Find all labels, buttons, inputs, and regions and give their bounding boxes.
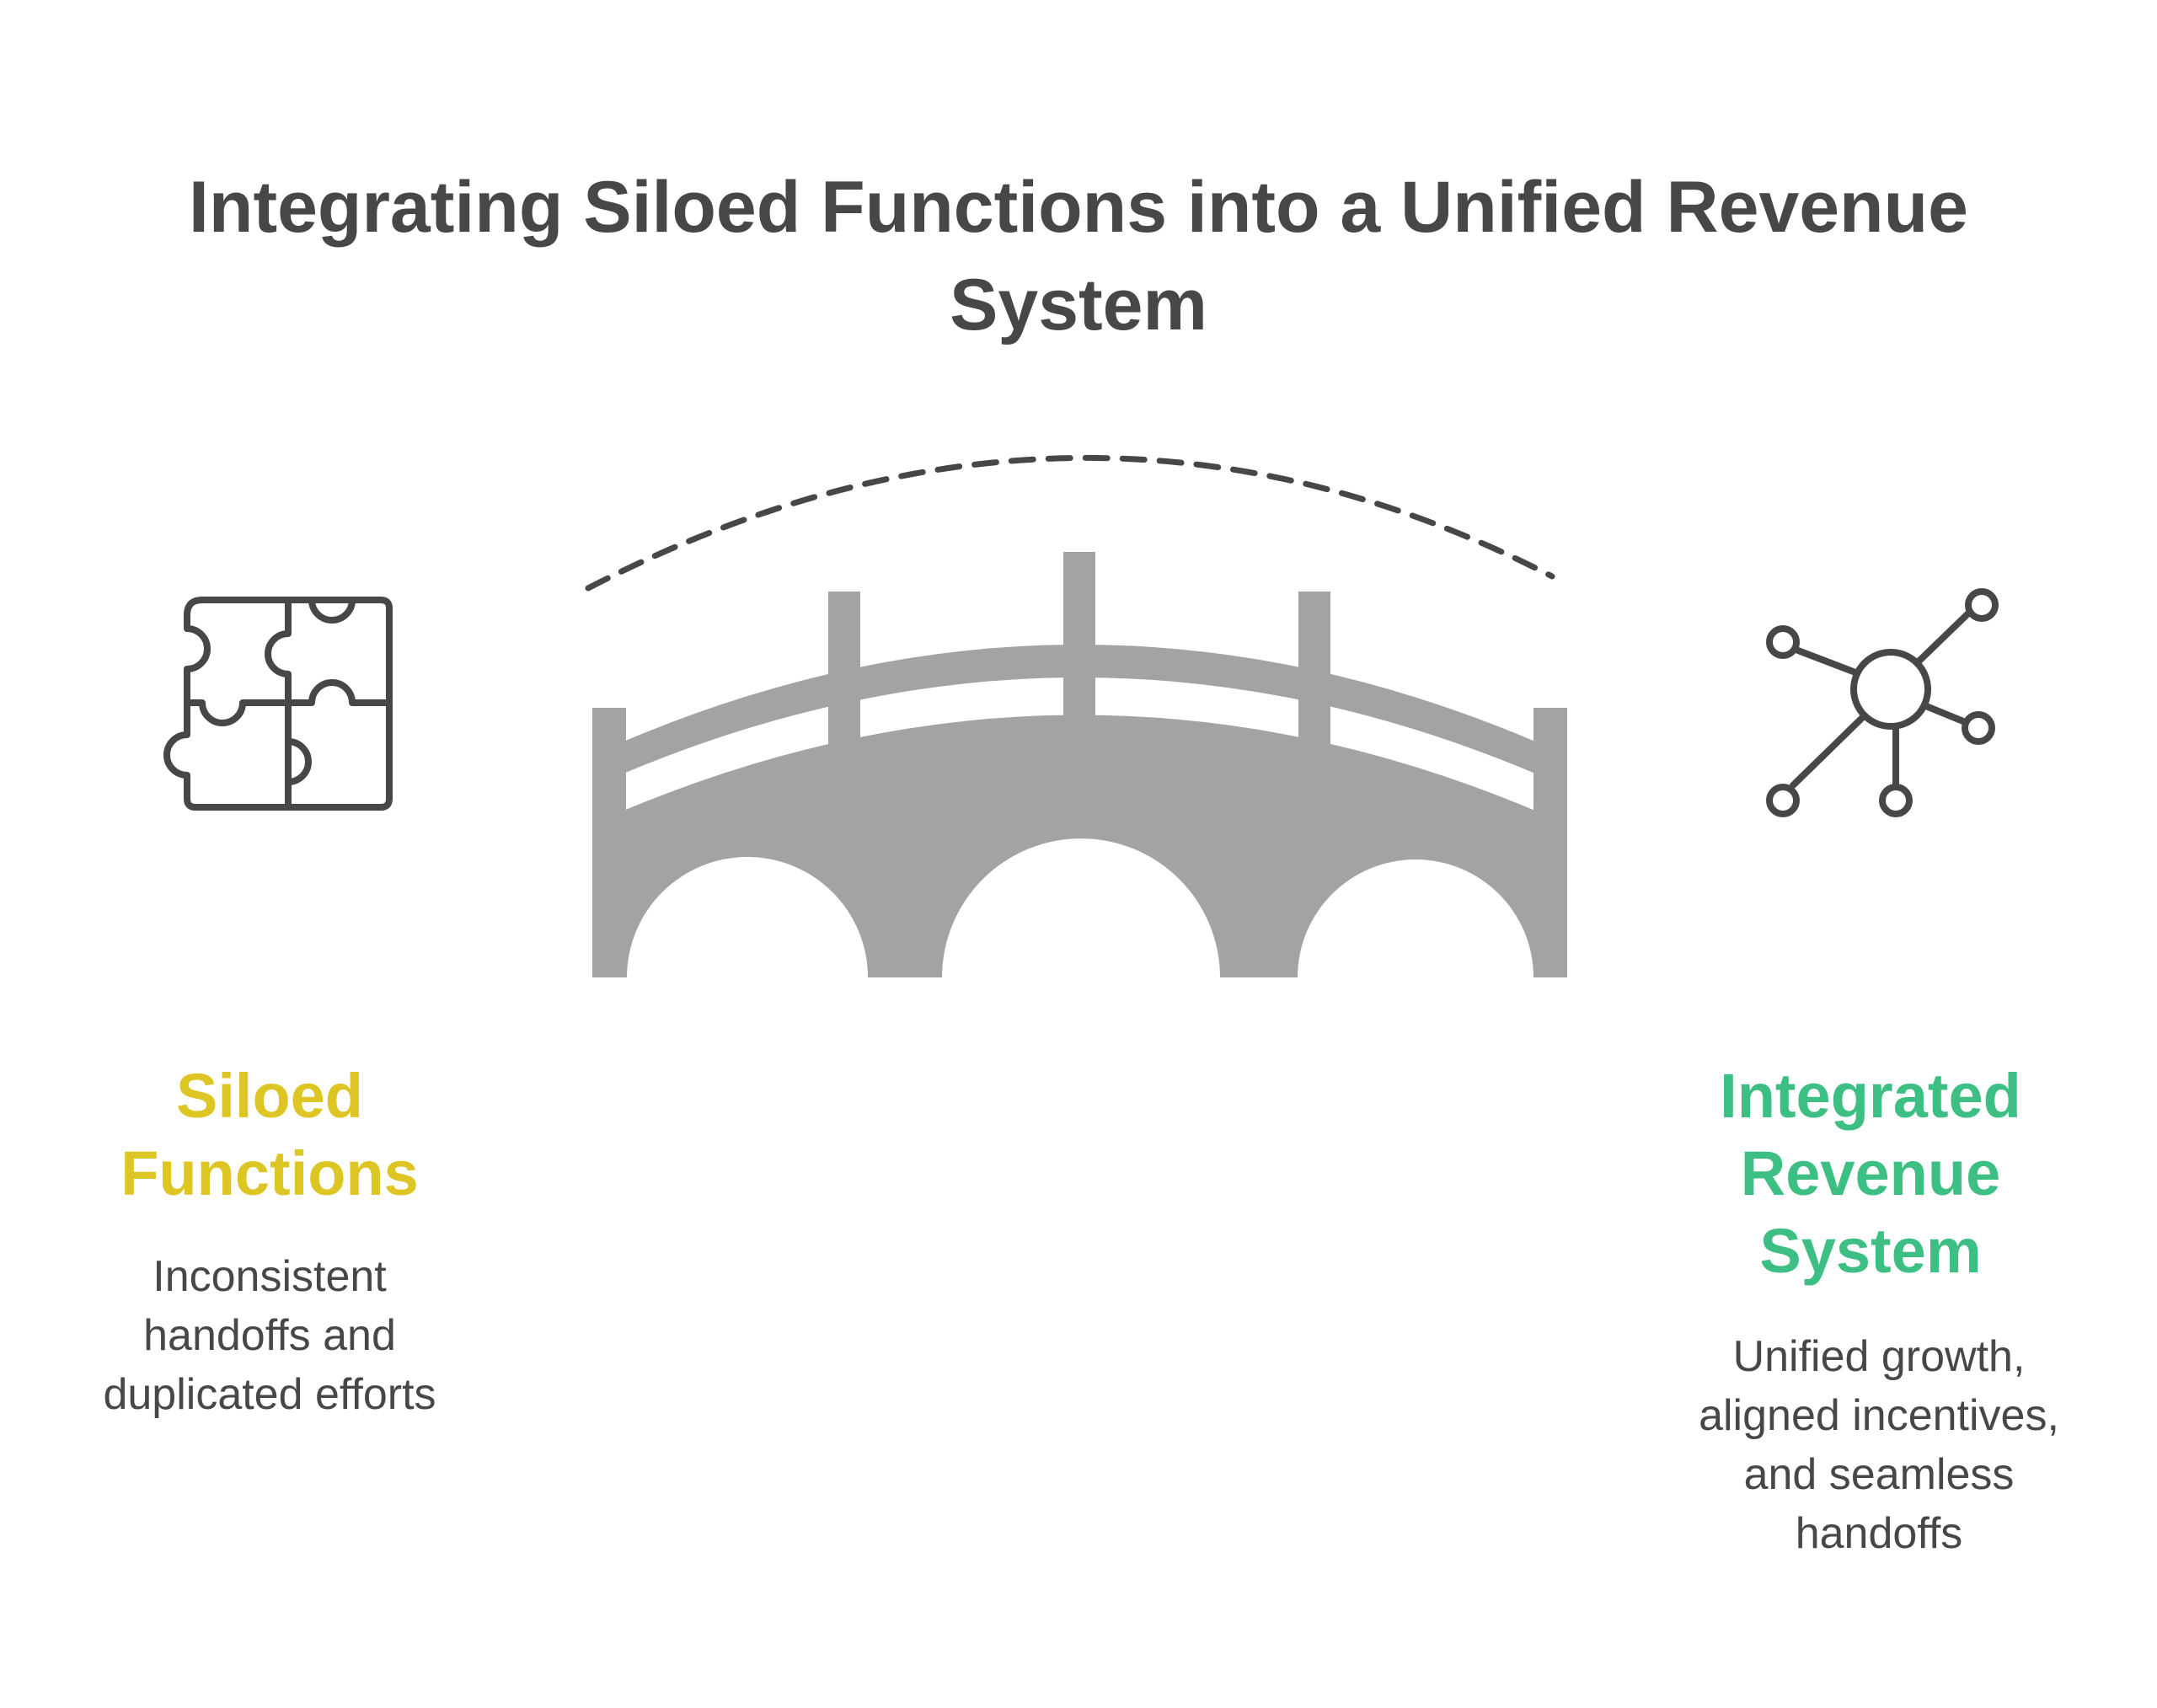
desc-line: handoffs <box>1795 1509 1963 1558</box>
network-hub-icon <box>1766 588 1999 817</box>
desc-line: Inconsistent <box>153 1252 387 1301</box>
connection-arc <box>585 455 1555 592</box>
desc-line: duplicated efforts <box>103 1370 436 1419</box>
page-title: Integrating Siloed Functions into a Unif… <box>189 167 1968 345</box>
siloed-functions-description: Inconsistent handoffs and duplicated eff… <box>34 1247 506 1424</box>
heading-line: Revenue <box>1740 1138 2001 1208</box>
desc-line: and seamless <box>1743 1450 2015 1499</box>
desc-line: Unified growth, <box>1732 1332 2026 1381</box>
heading-line: Siloed <box>175 1061 364 1131</box>
desc-line: aligned incentives, <box>1699 1391 2059 1440</box>
bridge-icon <box>592 552 1567 977</box>
siloed-functions-heading: Siloed Functions <box>51 1057 489 1213</box>
integrated-revenue-system-heading: Integrated Revenue System <box>1626 1057 2115 1290</box>
heading-line: Integrated <box>1720 1061 2021 1131</box>
heading-line: System <box>1759 1216 1982 1286</box>
integrated-revenue-system-description: Unified growth, aligned incentives, and … <box>1635 1327 2123 1563</box>
puzzle-icon <box>163 597 393 811</box>
heading-line: Functions <box>120 1138 419 1208</box>
desc-line: handoffs and <box>143 1311 396 1360</box>
